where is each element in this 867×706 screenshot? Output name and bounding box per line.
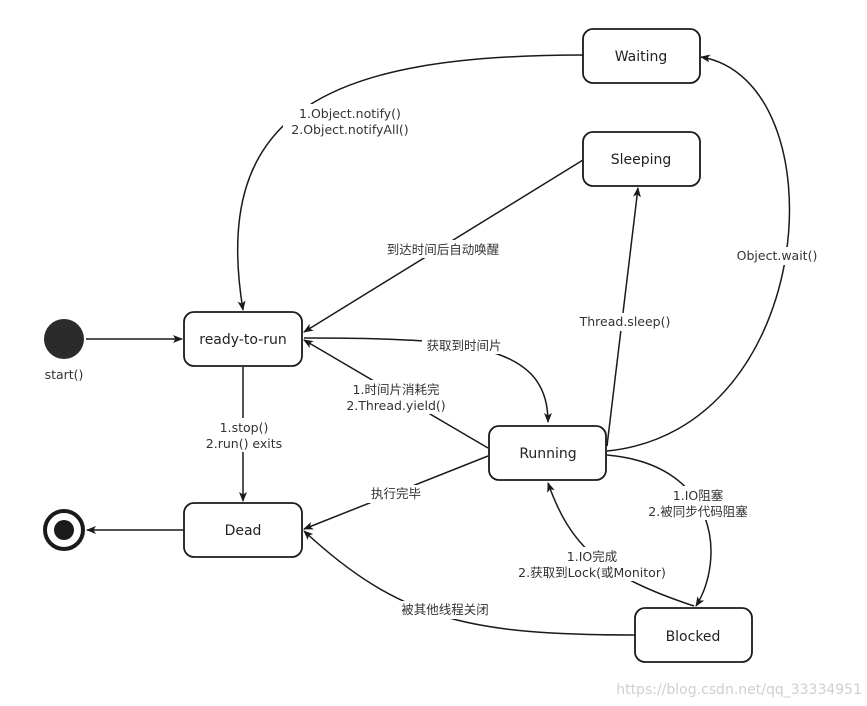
label-blocked-to-running-2: 2.获取到Lock(或Monitor) — [518, 565, 666, 580]
state-sleeping: Sleeping — [582, 131, 701, 187]
label-running-to-waiting: Object.wait() — [737, 248, 818, 263]
state-ready-to-run: ready-to-run — [183, 311, 303, 367]
label-running-to-sleeping: Thread.sleep() — [579, 314, 671, 329]
watermark-text: https://blog.csdn.net/qq_33334951 — [616, 682, 862, 698]
state-blocked: Blocked — [634, 607, 753, 663]
state-dead: Dead — [183, 502, 303, 558]
label-ready-to-dead-2: 2.run() exits — [206, 436, 282, 451]
label-ready-to-dead-1: 1.stop() — [220, 420, 269, 435]
start-node — [44, 319, 84, 359]
label-waiting-to-ready-2: 2.Object.notifyAll() — [291, 122, 408, 137]
end-node — [43, 509, 85, 551]
edge-running-to-blocked — [606, 454, 712, 607]
label-running-to-ready-2: 2.Thread.yield() — [346, 398, 445, 413]
edge-waiting-to-ready — [236, 54, 584, 311]
label-waiting-to-ready-1: 1.Object.notify() — [299, 106, 401, 121]
label-running-to-blocked-1: 1.IO阻塞 — [673, 488, 724, 503]
state-blocked-label: Blocked — [666, 629, 721, 645]
label-blocked-to-dead: 被其他线程关闭 — [401, 602, 489, 617]
label-running-to-dead: 执行完毕 — [371, 486, 421, 501]
edge-blocked-to-dead — [303, 530, 636, 636]
label-running-to-ready-1: 1.时间片消耗完 — [353, 382, 440, 397]
state-waiting-label: Waiting — [615, 49, 668, 65]
start-label: start() — [45, 367, 84, 382]
state-ready-label: ready-to-run — [199, 332, 287, 348]
label-sleeping-to-ready: 到达时间后自动唤醒 — [387, 242, 500, 257]
label-ready-to-running: 获取到时间片 — [426, 338, 501, 353]
state-sleeping-label: Sleeping — [611, 152, 672, 168]
state-dead-label: Dead — [225, 523, 262, 539]
label-blocked-to-running-1: 1.IO完成 — [567, 549, 617, 564]
state-running: Running — [488, 425, 607, 481]
label-running-to-blocked-2: 2.被同步代码阻塞 — [648, 504, 748, 519]
state-waiting: Waiting — [582, 28, 701, 84]
state-running-label: Running — [519, 446, 576, 462]
